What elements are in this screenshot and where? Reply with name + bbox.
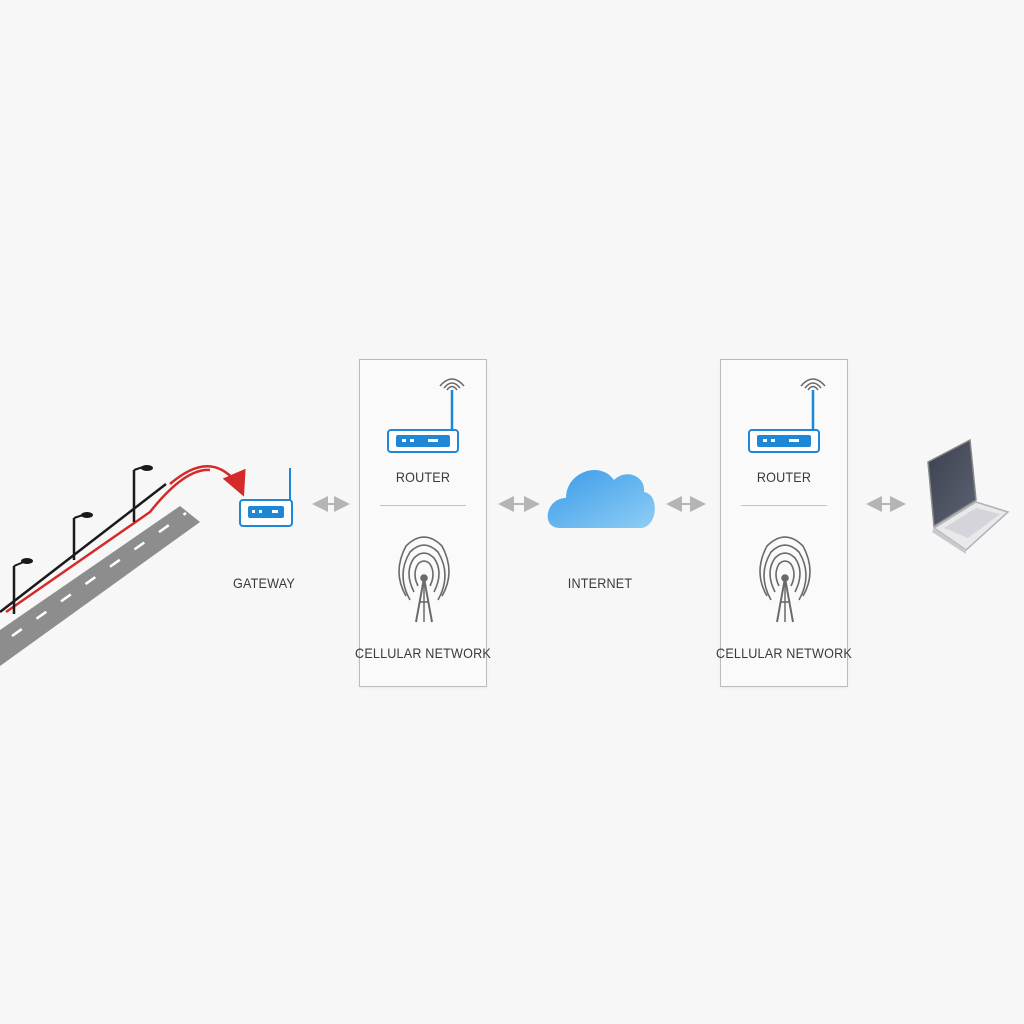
- gateway-device-icon: [239, 468, 293, 527]
- laptop-icon: [927, 438, 1010, 554]
- cell-tower-icon: [398, 536, 450, 623]
- gateway-label: GATEWAY: [233, 575, 295, 591]
- router-label-left: ROUTER: [395, 469, 451, 485]
- cell-tower-icon: [759, 536, 811, 623]
- streetlight-road-icon: [0, 465, 246, 666]
- cellular-network-label-right: CELLULAR NETWORK: [716, 645, 852, 661]
- router-label-right: ROUTER: [756, 469, 812, 485]
- cellular-network-label-left: CELLULAR NETWORK: [355, 645, 491, 661]
- panel-left: [359, 359, 487, 687]
- cloud-icon: [547, 469, 655, 528]
- signal-arrow: [169, 465, 246, 497]
- panel-divider: [741, 505, 827, 506]
- router-icon: [748, 378, 826, 453]
- panel-right: [720, 359, 848, 687]
- internet-label: INTERNET: [567, 575, 633, 591]
- panel-divider: [380, 505, 466, 506]
- router-icon: [387, 378, 465, 453]
